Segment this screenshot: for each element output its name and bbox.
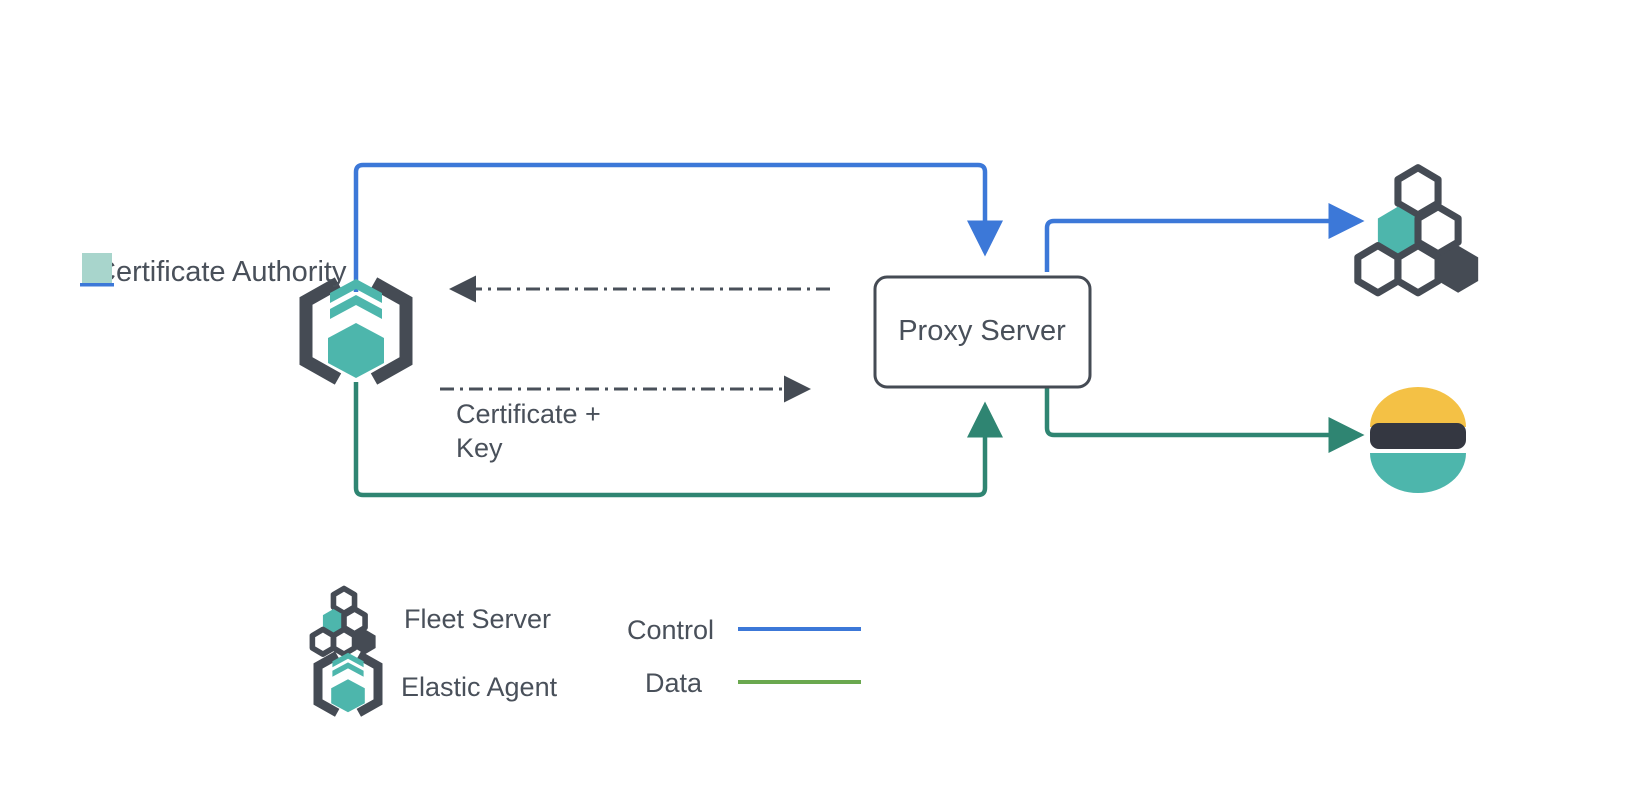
data-edge-proxy-to-elasticsearch <box>1044 388 1365 453</box>
legend-label-data: Data <box>645 668 703 698</box>
text-selection-highlight <box>80 253 114 287</box>
elastic-agent-icon <box>313 651 383 717</box>
legend-item-data: Data <box>645 668 861 698</box>
control-edge-proxy-to-fleet <box>1044 203 1365 272</box>
proxy-server-node[interactable]: Proxy Server <box>873 275 1092 389</box>
legend-item-fleet-server: Fleet Server <box>309 585 551 657</box>
control-edge-agent-to-proxy <box>353 162 1003 292</box>
legend-item-control: Control <box>627 615 861 645</box>
elasticsearch-icon <box>1370 387 1466 493</box>
legend-label-control: Control <box>627 615 714 645</box>
fleet-server-icon <box>1354 164 1479 297</box>
legend: Fleet Server Elastic Agent Control <box>309 585 861 717</box>
fleet-server-icon <box>309 585 376 657</box>
fleet-server-node[interactable] <box>1354 164 1479 297</box>
legend-label-elastic-agent: Elastic Agent <box>401 672 558 702</box>
certificate-key-label-line2: Key <box>456 433 503 463</box>
proxy-server-label: Proxy Server <box>898 315 1066 347</box>
legend-label-fleet-server: Fleet Server <box>404 604 551 634</box>
certificate-key-label-line1: Certificate + <box>456 399 601 429</box>
elasticsearch-node[interactable] <box>1370 387 1466 493</box>
certificate-authority-node[interactable]: Certificate Authority <box>95 256 413 385</box>
certificate-authority-label: Certificate Authority <box>95 256 347 288</box>
data-edge-agent-to-proxy <box>353 382 1003 498</box>
certificate-key-label: Certificate + Key <box>456 399 601 463</box>
elastic-agent-icon <box>299 277 413 385</box>
legend-item-elastic-agent: Elastic Agent <box>313 651 558 717</box>
